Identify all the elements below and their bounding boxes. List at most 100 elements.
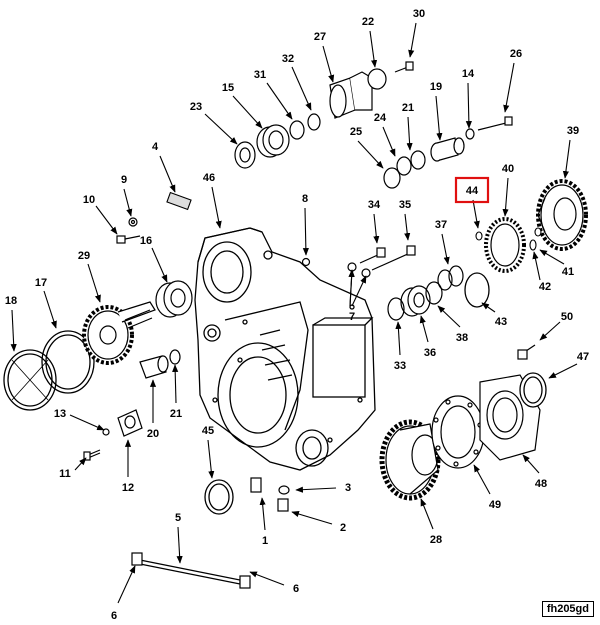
leader-line-10	[95, 205, 118, 235]
callout-42: 42	[539, 281, 551, 293]
callout-38: 38	[456, 332, 468, 344]
callout-15: 15	[222, 82, 234, 94]
leader-line-27	[322, 45, 335, 83]
figure-code-label: fh205gd	[541, 601, 594, 617]
leader-line-2	[291, 511, 333, 525]
bolt-30	[394, 61, 414, 73]
leader-line-23	[204, 113, 238, 145]
callout-50: 50	[561, 311, 573, 323]
tone-ring-40	[484, 217, 526, 273]
leader-line-7	[351, 275, 367, 307]
leader-line-39	[562, 139, 571, 179]
callout-3: 3	[345, 482, 351, 494]
callout-20: 20	[147, 428, 159, 440]
callout-6: 6	[111, 610, 117, 622]
callout-14: 14	[462, 68, 475, 80]
cup-20	[139, 349, 181, 379]
callout-28: 28	[430, 534, 442, 546]
callout-23: 23	[190, 101, 202, 113]
callout-47: 47	[577, 351, 589, 363]
highlight-box	[454, 176, 490, 204]
leader-line-28	[420, 498, 434, 530]
callout-27: 27	[314, 31, 326, 43]
callout-7: 7	[349, 311, 355, 323]
bolt-35	[361, 245, 416, 278]
shaft-19	[383, 128, 475, 189]
leader-line-13	[69, 414, 105, 431]
seal-47	[519, 372, 547, 408]
bolt-10	[116, 217, 141, 244]
callout-16: 16	[140, 235, 152, 247]
callout-45: 45	[202, 425, 214, 437]
callout-41: 41	[562, 266, 574, 278]
leader-line-31	[266, 82, 293, 120]
callout-39: 39	[567, 125, 579, 137]
callout-4: 4	[152, 141, 159, 153]
rod-5	[131, 552, 251, 589]
callout-12: 12	[122, 482, 134, 494]
callout-35: 35	[399, 199, 411, 211]
callout-33: 33	[394, 360, 406, 372]
leader-line-3	[295, 486, 337, 493]
leader-line-43	[481, 302, 496, 313]
gear-39	[536, 179, 588, 251]
callout-10: 10	[83, 194, 95, 206]
gear-29	[82, 301, 156, 365]
callout-48: 48	[535, 478, 547, 490]
callout-9: 9	[121, 174, 127, 186]
leader-line-50	[539, 321, 561, 341]
leader-line-6	[249, 571, 285, 586]
bearing-15	[256, 124, 290, 158]
cover-plate-18	[3, 349, 57, 411]
callout-37: 37	[435, 219, 447, 231]
shim-4	[166, 191, 192, 211]
dowel-8	[301, 257, 311, 267]
callout-44: 44	[466, 185, 479, 197]
snap-ring-43	[464, 272, 490, 308]
callout-19: 19	[430, 81, 442, 93]
bearing-16	[155, 280, 193, 318]
callout-29: 29	[78, 250, 90, 262]
pin-41	[475, 227, 542, 251]
leader-line-33	[395, 321, 402, 356]
bolt-26	[477, 116, 513, 131]
callout-5: 5	[175, 512, 181, 524]
leader-line-25	[357, 140, 384, 169]
leader-line-47	[548, 363, 578, 379]
cover-12	[102, 409, 143, 437]
callout-43: 43	[495, 316, 507, 328]
callout-34: 34	[368, 199, 381, 211]
leader-line-4	[159, 155, 176, 193]
leader-line-5	[176, 526, 183, 564]
callout-36: 36	[424, 347, 436, 359]
plug-1	[250, 477, 290, 512]
callout-6: 6	[293, 583, 299, 595]
callout-labels: 1234566789101112131415161718192021212223…	[5, 8, 589, 622]
leader-line-21	[406, 116, 413, 151]
callout-26: 26	[510, 48, 522, 60]
ring-37	[437, 265, 464, 291]
leader-line-45	[207, 439, 215, 479]
callout-18: 18	[5, 295, 17, 307]
gasket-17	[41, 330, 95, 394]
leader-line-32	[291, 66, 312, 111]
callout-40: 40	[502, 163, 514, 175]
seal-45	[204, 479, 234, 515]
leader-line-44	[472, 199, 480, 229]
leader-line-40	[502, 177, 509, 217]
leader-line-7	[348, 269, 355, 307]
bolt-34	[347, 247, 386, 272]
leader-line-46	[211, 186, 222, 229]
callout-31: 31	[254, 69, 266, 81]
leader-line-34	[373, 213, 380, 244]
callout-32: 32	[282, 53, 294, 65]
callout-11: 11	[59, 468, 71, 480]
leader-line-14	[465, 82, 472, 129]
leader-line-11	[74, 457, 87, 471]
callout-24: 24	[374, 112, 387, 124]
callout-22: 22	[362, 16, 374, 28]
leader-line-22	[369, 30, 378, 68]
callout-17: 17	[35, 277, 47, 289]
